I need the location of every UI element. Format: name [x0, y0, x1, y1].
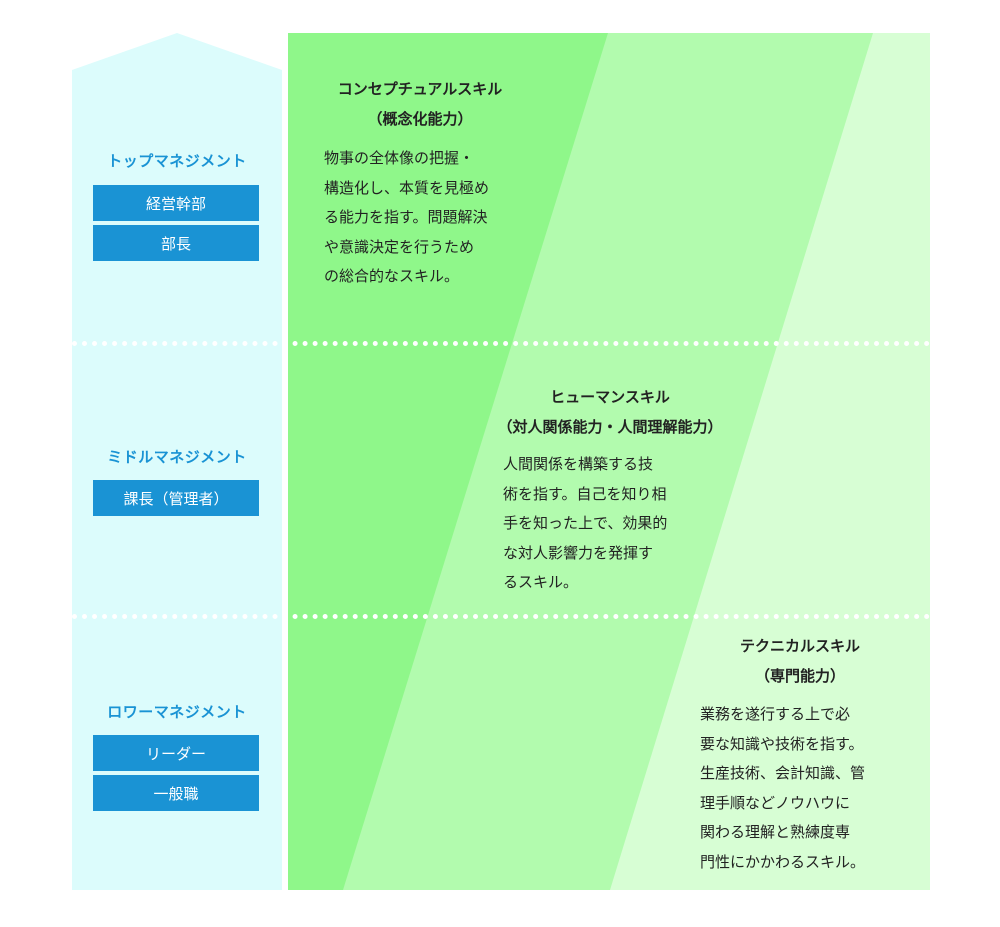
skill-human-line: るスキル。	[503, 573, 579, 591]
role-section-manager: 課長（管理者）	[93, 480, 259, 516]
skill-conceptual-line: や意識決定を行うため	[324, 237, 475, 256]
skill-human-line: 術を指す。自己を知り相	[503, 484, 667, 503]
skill-conceptual-title: コンセプチュアルスキル （概念化能力）	[300, 74, 540, 134]
skill-technical-line: 業務を遂行する上で必	[700, 705, 851, 723]
role-general-staff: 一般職	[93, 775, 259, 811]
skill-technical-title: テクニカルスキル （専門能力）	[680, 631, 920, 691]
skills-band-strong	[288, 33, 608, 890]
role-department-manager: 部長	[93, 225, 259, 261]
skill-human-description: 人間関係を構築する技 術を指す。自己を知り相 手を知った上で、効果的 な対人影響…	[503, 450, 699, 598]
skill-conceptual-subtitle: （概念化能力）	[367, 110, 473, 128]
skill-human-line: な対人影響力を発揮す	[503, 543, 654, 562]
skill-human-subtitle: （対人関係能力・人間理解能力）	[497, 418, 723, 436]
skill-technical-line: 理手順などノウハウに	[700, 793, 851, 812]
skill-conceptual-line: 構造化し、本質を見極め	[324, 178, 490, 197]
skill-conceptual-name: コンセプチュアルスキル	[337, 80, 503, 98]
skill-technical-line: 門性にかかわるスキル。	[700, 852, 866, 871]
skill-conceptual-line: の総合的なスキル。	[324, 267, 460, 285]
skill-human-title: ヒューマンスキル （対人関係能力・人間理解能力）	[480, 382, 740, 442]
skill-technical-line: 生産技術、会計知識、管	[700, 764, 866, 782]
skill-technical-name: テクニカルスキル	[739, 637, 860, 655]
skill-technical-subtitle: （専門能力）	[754, 667, 845, 685]
skill-conceptual-line: る能力を指す。問題解決	[324, 208, 488, 226]
skill-human-line: 手を知った上で、効果的	[503, 514, 668, 532]
skill-conceptual-line: 物事の全体像の把握・	[324, 149, 475, 167]
separator-top-middle	[72, 341, 930, 346]
separator-middle-lower	[72, 614, 930, 619]
skill-technical-description: 業務を遂行する上で必 要な知識や技術を指す。 生産技術、会計知識、管 理手順など…	[700, 700, 900, 877]
role-executive: 経営幹部	[93, 185, 259, 221]
level-title-lower-management: ロワーマネジメント	[107, 703, 247, 721]
skill-technical-line: 関わる理解と熟練度専	[700, 823, 851, 841]
skill-technical-line: 要な知識や技術を指す。	[700, 734, 864, 753]
level-title-top-management: トップマネジメント	[107, 152, 247, 170]
skill-human-name: ヒューマンスキル	[550, 388, 670, 406]
skill-human-line: 人間関係を構築する技	[503, 455, 654, 473]
skill-conceptual-description: 物事の全体像の把握・ 構造化し、本質を見極め る能力を指す。問題解決 や意識決定…	[324, 144, 524, 292]
role-leader: リーダー	[93, 735, 259, 771]
level-title-middle-management: ミドルマネジメント	[107, 448, 247, 466]
